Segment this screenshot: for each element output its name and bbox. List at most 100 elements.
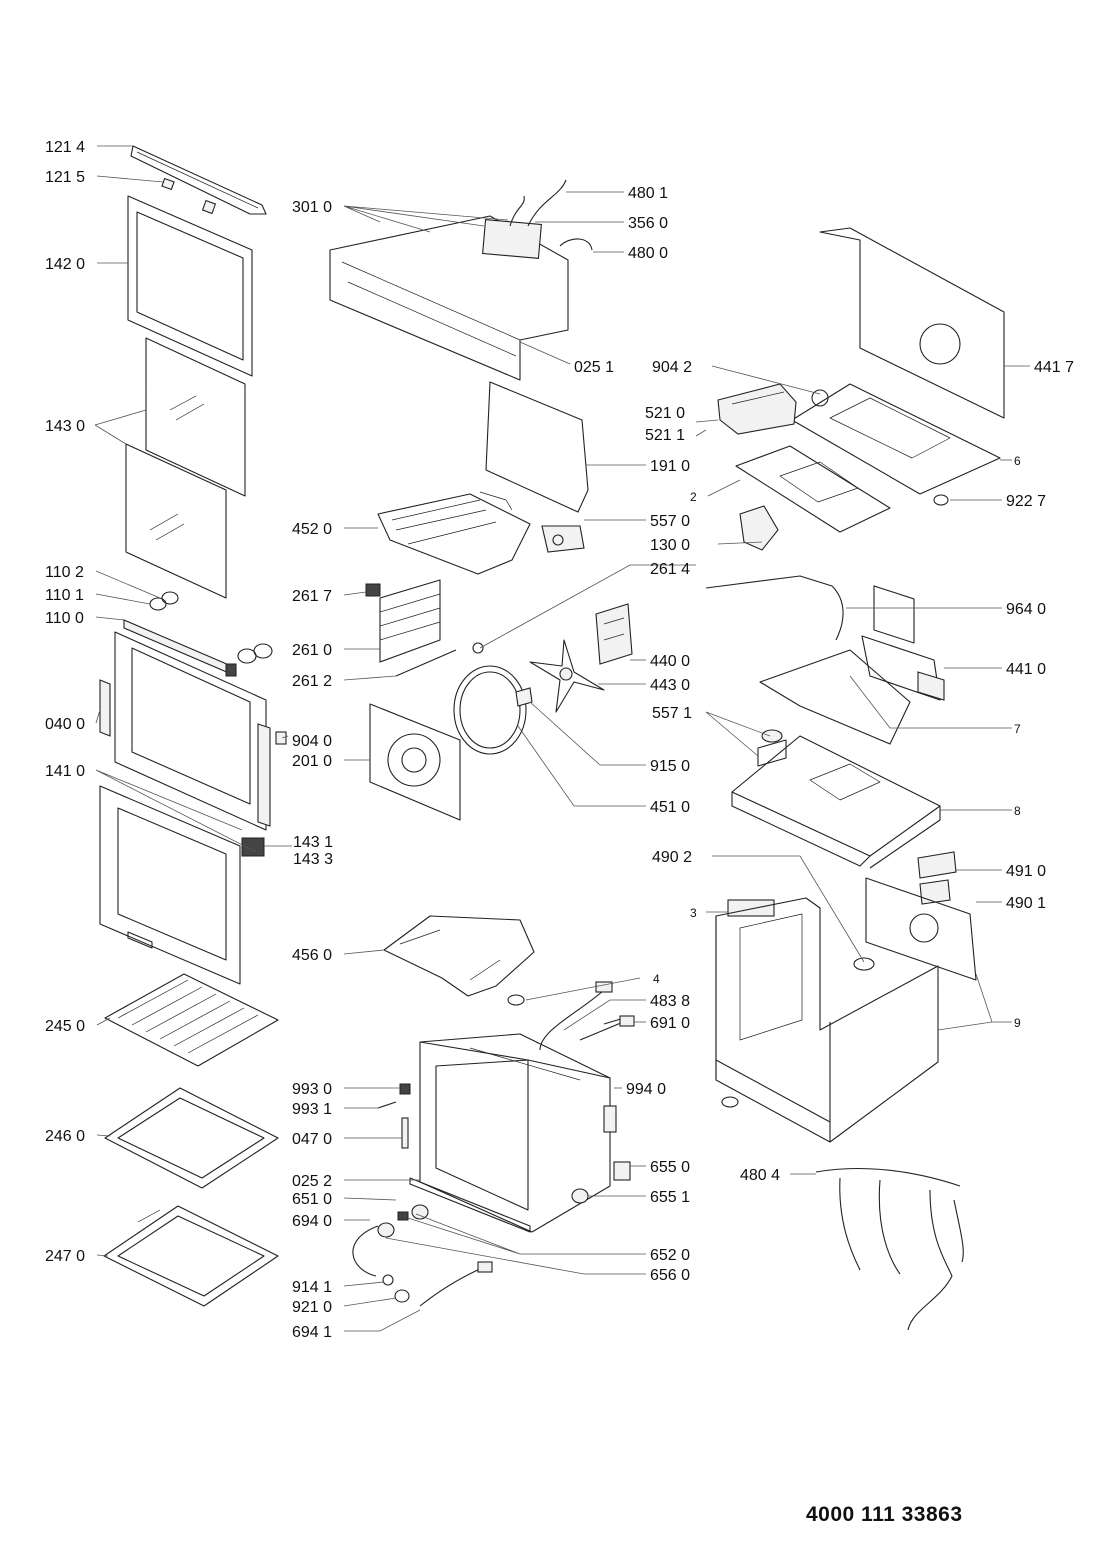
door-top-trim <box>130 145 267 215</box>
label-2: 2 <box>690 490 697 504</box>
electronic-board <box>717 383 797 435</box>
label-655-1: 655 1 <box>650 1189 690 1206</box>
document-number: 4000 111 33863 <box>806 1503 963 1526</box>
label-652-0: 652 0 <box>650 1247 690 1264</box>
label-047-0: 047 0 <box>292 1131 332 1148</box>
deep-tray <box>103 1205 279 1307</box>
shelf-support-rail <box>365 579 457 677</box>
cooling-housing <box>731 735 941 869</box>
wiring-harness <box>815 1167 964 1331</box>
fan-blade <box>529 639 605 713</box>
label-964-0: 964 0 <box>1006 601 1046 618</box>
label-246-0: 246 0 <box>45 1128 85 1145</box>
label-301-0: 301 0 <box>292 199 332 216</box>
label-261-0: 261 0 <box>292 642 332 659</box>
label-142-0: 142 0 <box>45 256 85 273</box>
label-121-4: 121 4 <box>45 139 85 156</box>
label-143-3: 143 3 <box>293 851 333 868</box>
power-cable <box>507 981 613 1051</box>
bottom-strip <box>409 1177 531 1233</box>
safety-thermostat <box>757 729 787 767</box>
door-hinge-washers <box>149 591 273 664</box>
door-hinge-block <box>241 731 287 857</box>
label-110-0: 110 0 <box>45 610 84 627</box>
wire-shelf <box>104 973 279 1067</box>
label-480-4: 480 4 <box>740 1167 780 1184</box>
label-3: 3 <box>690 906 697 920</box>
label-914-1: 914 1 <box>292 1279 332 1296</box>
label-993-0: 993 0 <box>292 1081 332 1098</box>
oven-door-seal <box>485 381 589 513</box>
grill-element <box>377 491 531 575</box>
leader-lines <box>94 145 1030 1332</box>
label-110-1: 110 1 <box>45 587 84 604</box>
label-8: 8 <box>1014 804 1021 818</box>
label-247-0: 247 0 <box>45 1248 85 1265</box>
label-441-0: 441 0 <box>1006 661 1046 678</box>
label-521-1: 521 1 <box>645 427 685 444</box>
label-456-0: 456 0 <box>292 947 332 964</box>
label-110-2: 110 2 <box>45 564 84 581</box>
label-356-0: 356 0 <box>628 215 668 232</box>
label-201-0: 201 0 <box>292 753 332 770</box>
cooling-duct-hose <box>705 575 844 641</box>
label-904-2: 904 2 <box>652 359 692 376</box>
thermostat-bracket <box>541 525 585 553</box>
label-141-0: 141 0 <box>45 763 85 780</box>
label-261-2: 261 2 <box>292 673 332 690</box>
label-025-1: 025 1 <box>574 359 614 376</box>
cooling-fan-assembly <box>861 635 945 701</box>
label-694-1: 694 1 <box>292 1324 332 1341</box>
label-441-7: 441 7 <box>1034 359 1074 376</box>
lower-element <box>383 915 535 997</box>
label-521-0: 521 0 <box>645 405 685 422</box>
side-panel-control <box>865 877 977 981</box>
label-655-0: 655 0 <box>650 1159 690 1176</box>
label-040-0: 040 0 <box>45 716 85 733</box>
label-245-0: 245 0 <box>45 1018 85 1035</box>
label-6: 6 <box>1014 454 1021 468</box>
label-480-1: 480 1 <box>628 185 668 202</box>
washer <box>933 494 949 506</box>
label-915-0: 915 0 <box>650 758 690 775</box>
label-921-0: 921 0 <box>292 1299 332 1316</box>
label-121-5: 121 5 <box>45 169 85 186</box>
label-143-0: 143 0 <box>45 418 85 435</box>
door-trim-clips <box>161 177 217 215</box>
label-904-0: 904 0 <box>292 733 332 750</box>
circular-element <box>453 642 527 755</box>
cavity-sensor <box>579 1015 635 1041</box>
door-glass-panels <box>125 337 246 599</box>
oven-cavity <box>419 1033 617 1233</box>
label-691-0: 691 0 <box>650 1015 690 1032</box>
label-922-7: 922 7 <box>1006 493 1046 510</box>
cavity-lamp-parts <box>377 1083 411 1149</box>
label-025-2: 025 2 <box>292 1173 332 1190</box>
control-panel <box>329 179 593 381</box>
label-993-1: 993 1 <box>292 1101 332 1118</box>
door-outer-frame <box>99 631 271 831</box>
door-inner-glass-frame <box>127 195 253 377</box>
label-491-0: 491 0 <box>1006 863 1046 880</box>
label-452-0: 452 0 <box>292 521 332 538</box>
label-490-2: 490 2 <box>652 849 692 866</box>
part-labels: 121 4 121 5 142 0 143 0 110 2 110 1 110 … <box>45 139 1074 1341</box>
label-191-0: 191 0 <box>650 458 690 475</box>
label-557-1: 557 1 <box>652 705 692 722</box>
label-994-0: 994 0 <box>626 1081 666 1098</box>
label-143-1: 143 1 <box>293 834 333 851</box>
probe-wiring <box>352 1225 493 1307</box>
label-261-4: 261 4 <box>650 561 690 578</box>
terminal-block <box>917 851 957 905</box>
label-4: 4 <box>653 972 660 986</box>
label-130-0: 130 0 <box>650 537 690 554</box>
motor-unit <box>739 505 779 551</box>
door-handle <box>123 619 237 677</box>
label-490-1: 490 1 <box>1006 895 1046 912</box>
label-483-8: 483 8 <box>650 993 690 1010</box>
back-panel <box>819 227 1005 644</box>
label-451-0: 451 0 <box>650 799 690 816</box>
top-plate <box>791 383 1001 495</box>
cooling-bracket <box>759 649 911 745</box>
